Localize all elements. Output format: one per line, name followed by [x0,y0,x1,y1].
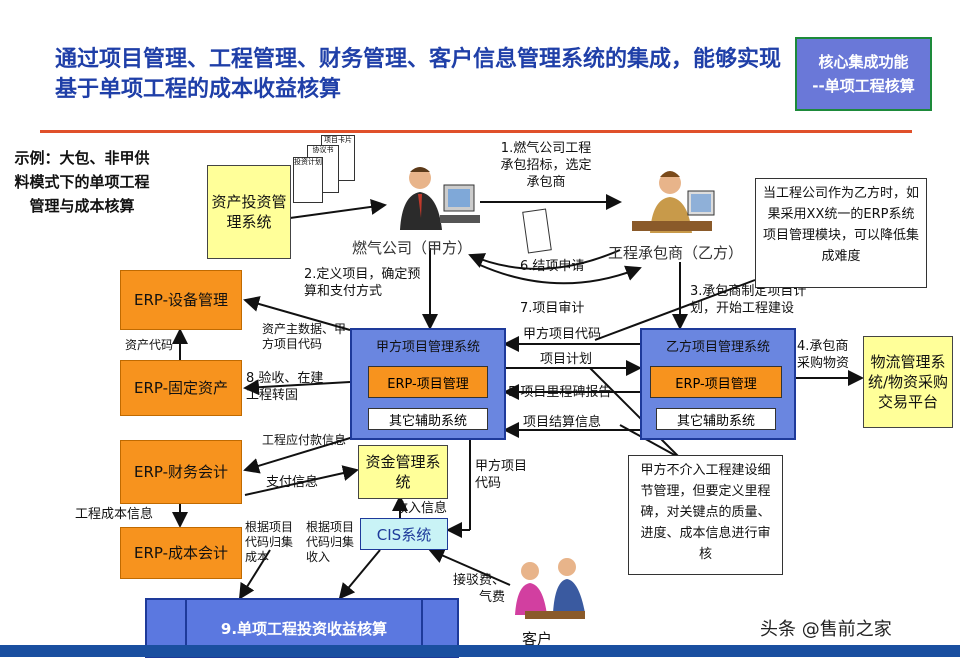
badge-line-2: --单项工程核算 [812,77,915,95]
party-b-erp-project: ERP-项目管理 [650,366,782,398]
party-a-system-title: 甲方项目管理系统 [375,340,480,355]
title-divider [40,130,912,133]
income-info-label: 收入信息 [395,501,448,516]
party-b-other-systems: 其它辅助系统 [656,408,776,430]
asset-master-label: 资产主数据、甲方项目代码 [262,322,347,351]
fees-label: 接驳费、气费 [452,573,505,605]
step-1-label: 1.燃气公司工程承包招标，选定承包商 [500,141,592,190]
party-a-project-system: 甲方项目管理系统 ERP-项目管理 其它辅助系统 [350,328,506,440]
payment-info-label: 支付信息 [266,475,319,490]
contractor-label: 工程承包商（乙方） [608,244,744,262]
badge-line-1: 核心集成功能 [818,53,909,71]
erp-fixed-assets: ERP-固定资产 [120,360,242,416]
watermark: 头条 @售前之家 [760,619,892,640]
erp-cost-accounting: ERP-成本会计 [120,527,242,579]
asset-investment-system: 资产投资管理系统 [207,165,291,259]
cost-by-code-label: 根据项目代码归集成本 [245,520,294,564]
step-2-label: 2.定义项目，确定预算和支付方式 [304,267,421,299]
project-plan-label: 项目计划 [540,352,593,367]
note-milestones: 甲方不介入工程建设细节管理，但要定义里程碑，对关键点的质量、进度、成本信息进行审… [628,455,783,575]
a-project-code-vertical-label: 甲方项目代码 [475,459,528,491]
fund-management-system: 资金管理系统 [358,445,448,499]
cost-info-label: 工程成本信息 [75,507,154,522]
erp-equipment-management: ERP-设备管理 [120,270,242,330]
core-function-badge: 核心集成功能 --单项工程核算 [795,37,932,111]
party-b-project-system: 乙方项目管理系统 ERP-项目管理 其它辅助系统 [640,328,796,440]
step-5-label: 5.项目里程碑报告 [508,385,612,400]
party-b-system-title: 乙方项目管理系统 [665,340,770,355]
document-stack-icon: 项目卡片 协议书 投资计划 [293,135,363,205]
step-9-label: 9.单项工程投资收益核算 [185,600,423,656]
asset-code-label: 资产代码 [125,338,174,352]
cis-system: CIS系统 [360,518,448,550]
customer-label: 客户 [522,630,553,648]
contractor-person-icon [628,165,718,240]
party-a-erp-project: ERP-项目管理 [368,366,488,398]
note-unified-erp: 当工程公司作为乙方时，如果采用XX统一的ERP系统项目管理模块，可以降低集成难度 [755,178,927,288]
gas-company-person-icon [392,160,482,235]
logistics-platform: 物流管理系统/物资采购交易平台 [863,336,953,428]
customer-people-icon [505,555,595,633]
a-project-code-label: 甲方项目代码 [523,327,602,342]
step-6-label: 6.结项申请 [520,259,585,274]
step-7-label: 7.项目审计 [520,301,585,316]
step-4-label: 4.承包商采购物资 [797,339,850,371]
gas-company-label: 燃气公司（甲方） [352,239,473,257]
footer-band [0,645,960,657]
step-8-label: 8.验收、在建工程转固 [246,371,324,403]
project-settlement-label: 项目结算信息 [523,415,602,430]
income-by-code-label: 根据项目代码归集收入 [306,520,355,564]
project-payable-label: 工程应付款信息 [262,433,347,447]
example-caption: 示例：大包、非甲供料模式下的单项工程管理与成本核算 [14,149,150,215]
party-a-other-systems: 其它辅助系统 [368,408,488,430]
page-title: 通过项目管理、工程管理、财务管理、客户信息管理系统的集成，能够实现基于单项工程的… [55,47,782,102]
doc-investment-plan: 投资计划 [293,157,323,203]
erp-financial-accounting: ERP-财务会计 [120,440,242,504]
step-3-label: 3.承包商制定项目计划，开始工程建设 [690,284,807,316]
